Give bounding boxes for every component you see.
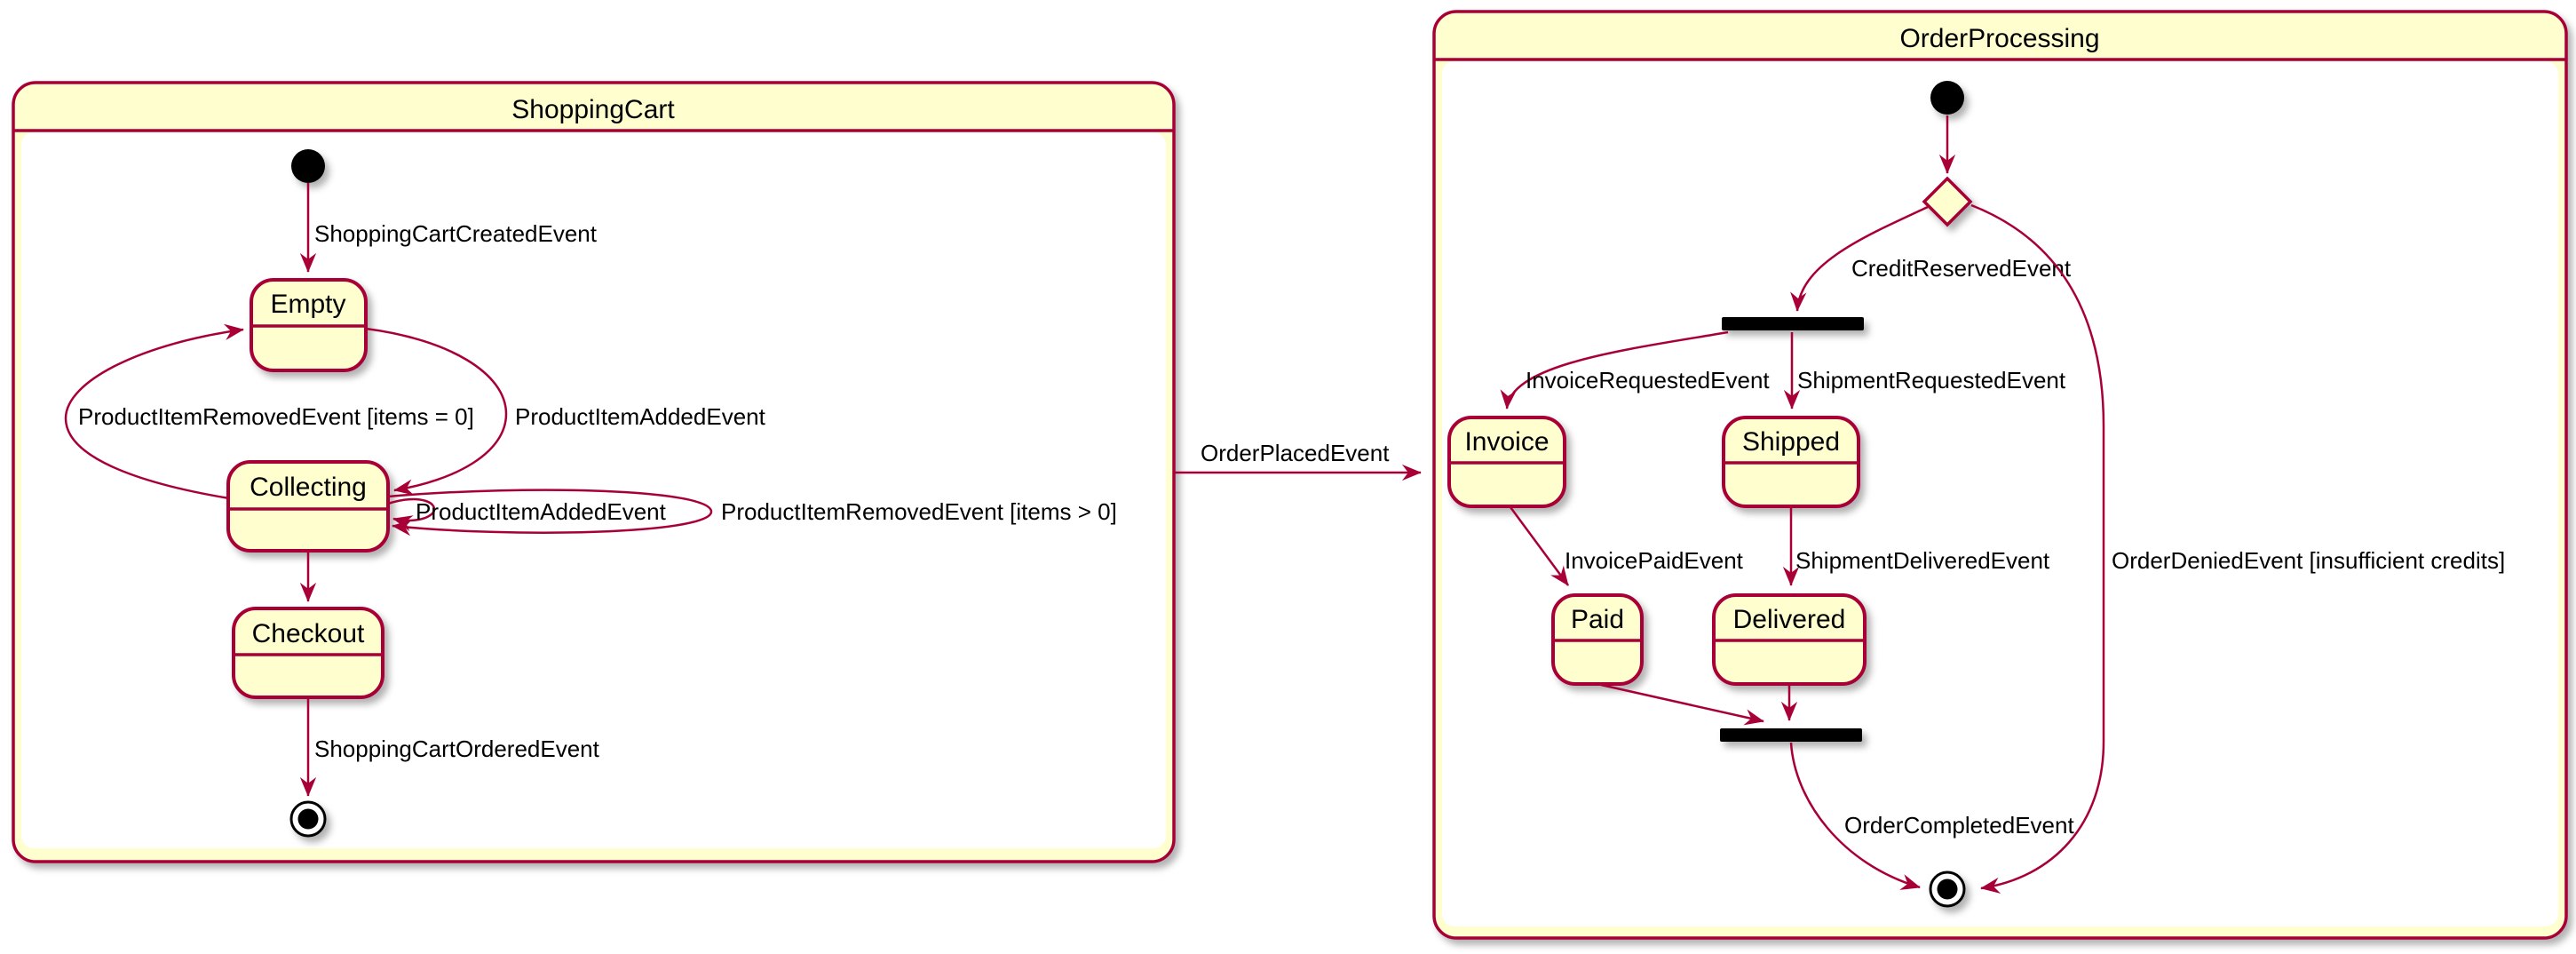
- transition-shipment-requested-label: ShipmentRequestedEvent: [1797, 367, 2066, 394]
- state-shipped: Shipped: [1722, 416, 1860, 508]
- transition-removed-zero-label: ProductItemRemovedEvent [items = 0]: [78, 403, 474, 430]
- state-collecting: Collecting: [226, 460, 390, 553]
- transition-invoice-requested-arrow: [1500, 330, 1729, 409]
- state-empty: Empty: [250, 278, 368, 372]
- join-bar: [1720, 728, 1862, 742]
- state-invoice: Invoice: [1447, 416, 1566, 508]
- transition-order-completed-arrow: [1789, 742, 1921, 890]
- state-shipped-label: Shipped: [1742, 427, 1840, 457]
- transition-added-label: ProductItemAddedEvent: [515, 403, 766, 430]
- final-state-orderprocessing: [1929, 871, 1966, 908]
- state-paid: Paid: [1551, 593, 1644, 686]
- state-collecting-label: Collecting: [250, 473, 367, 502]
- state-delivered: Delivered: [1712, 593, 1867, 686]
- transition-shipment-delivered-label: ShipmentDeliveredEvent: [1795, 547, 2050, 574]
- transition-self-added-label: ProductItemAddedEvent: [416, 498, 667, 525]
- choice-diamond: [1922, 176, 1973, 227]
- transition-self-removed-arrow: [387, 489, 713, 537]
- transition-order-completed-label: OrderCompletedEvent: [1844, 812, 2074, 839]
- orderprocessing-container: OrderProcessing: [1432, 10, 2568, 940]
- transition-order-denied-arrow: [1970, 203, 2105, 894]
- transition-ordered-label: ShoppingCartOrderedEvent: [314, 735, 600, 762]
- transition-credit-reserved-label: CreditReservedEvent: [1851, 255, 2072, 282]
- transition-paid-join-arrow: [1600, 683, 1764, 726]
- fork-bar: [1722, 317, 1864, 330]
- state-paid-label: Paid: [1571, 605, 1624, 634]
- orderprocessing-title: OrderProcessing: [1899, 24, 2099, 53]
- transition-invoice-paid-arrow: [1509, 506, 1570, 586]
- state-invoice-label: Invoice: [1464, 427, 1549, 457]
- transition-invoice-paid-label: InvoicePaidEvent: [1565, 547, 1744, 574]
- transition-removed-zero-arrow: [64, 323, 244, 500]
- shoppingcart-title: ShoppingCart: [511, 95, 675, 124]
- initial-state-shoppingcart: [291, 149, 325, 183]
- final-state-shoppingcart: [289, 800, 327, 838]
- transition-self-removed-label: ProductItemRemovedEvent [items > 0]: [721, 498, 1117, 525]
- state-checkout: Checkout: [232, 607, 384, 699]
- state-checkout-label: Checkout: [252, 619, 365, 648]
- transition-invoice-requested-label: InvoiceRequestedEvent: [1526, 367, 1770, 394]
- state-empty-label: Empty: [270, 290, 345, 319]
- transition-added-arrow: [365, 327, 508, 496]
- initial-state-orderprocessing: [1930, 81, 1964, 115]
- transition-credit-reserved-arrow: [1790, 205, 1929, 312]
- transition-created-label: ShoppingCartCreatedEvent: [314, 220, 598, 247]
- state-delivered-label: Delivered: [1733, 605, 1846, 634]
- transition-order-denied-label: OrderDeniedEvent [insufficient credits]: [2112, 547, 2505, 574]
- orderprocessing-container-body: [1442, 61, 2558, 926]
- transition-order-placed-label: OrderPlacedEvent: [1201, 440, 1390, 466]
